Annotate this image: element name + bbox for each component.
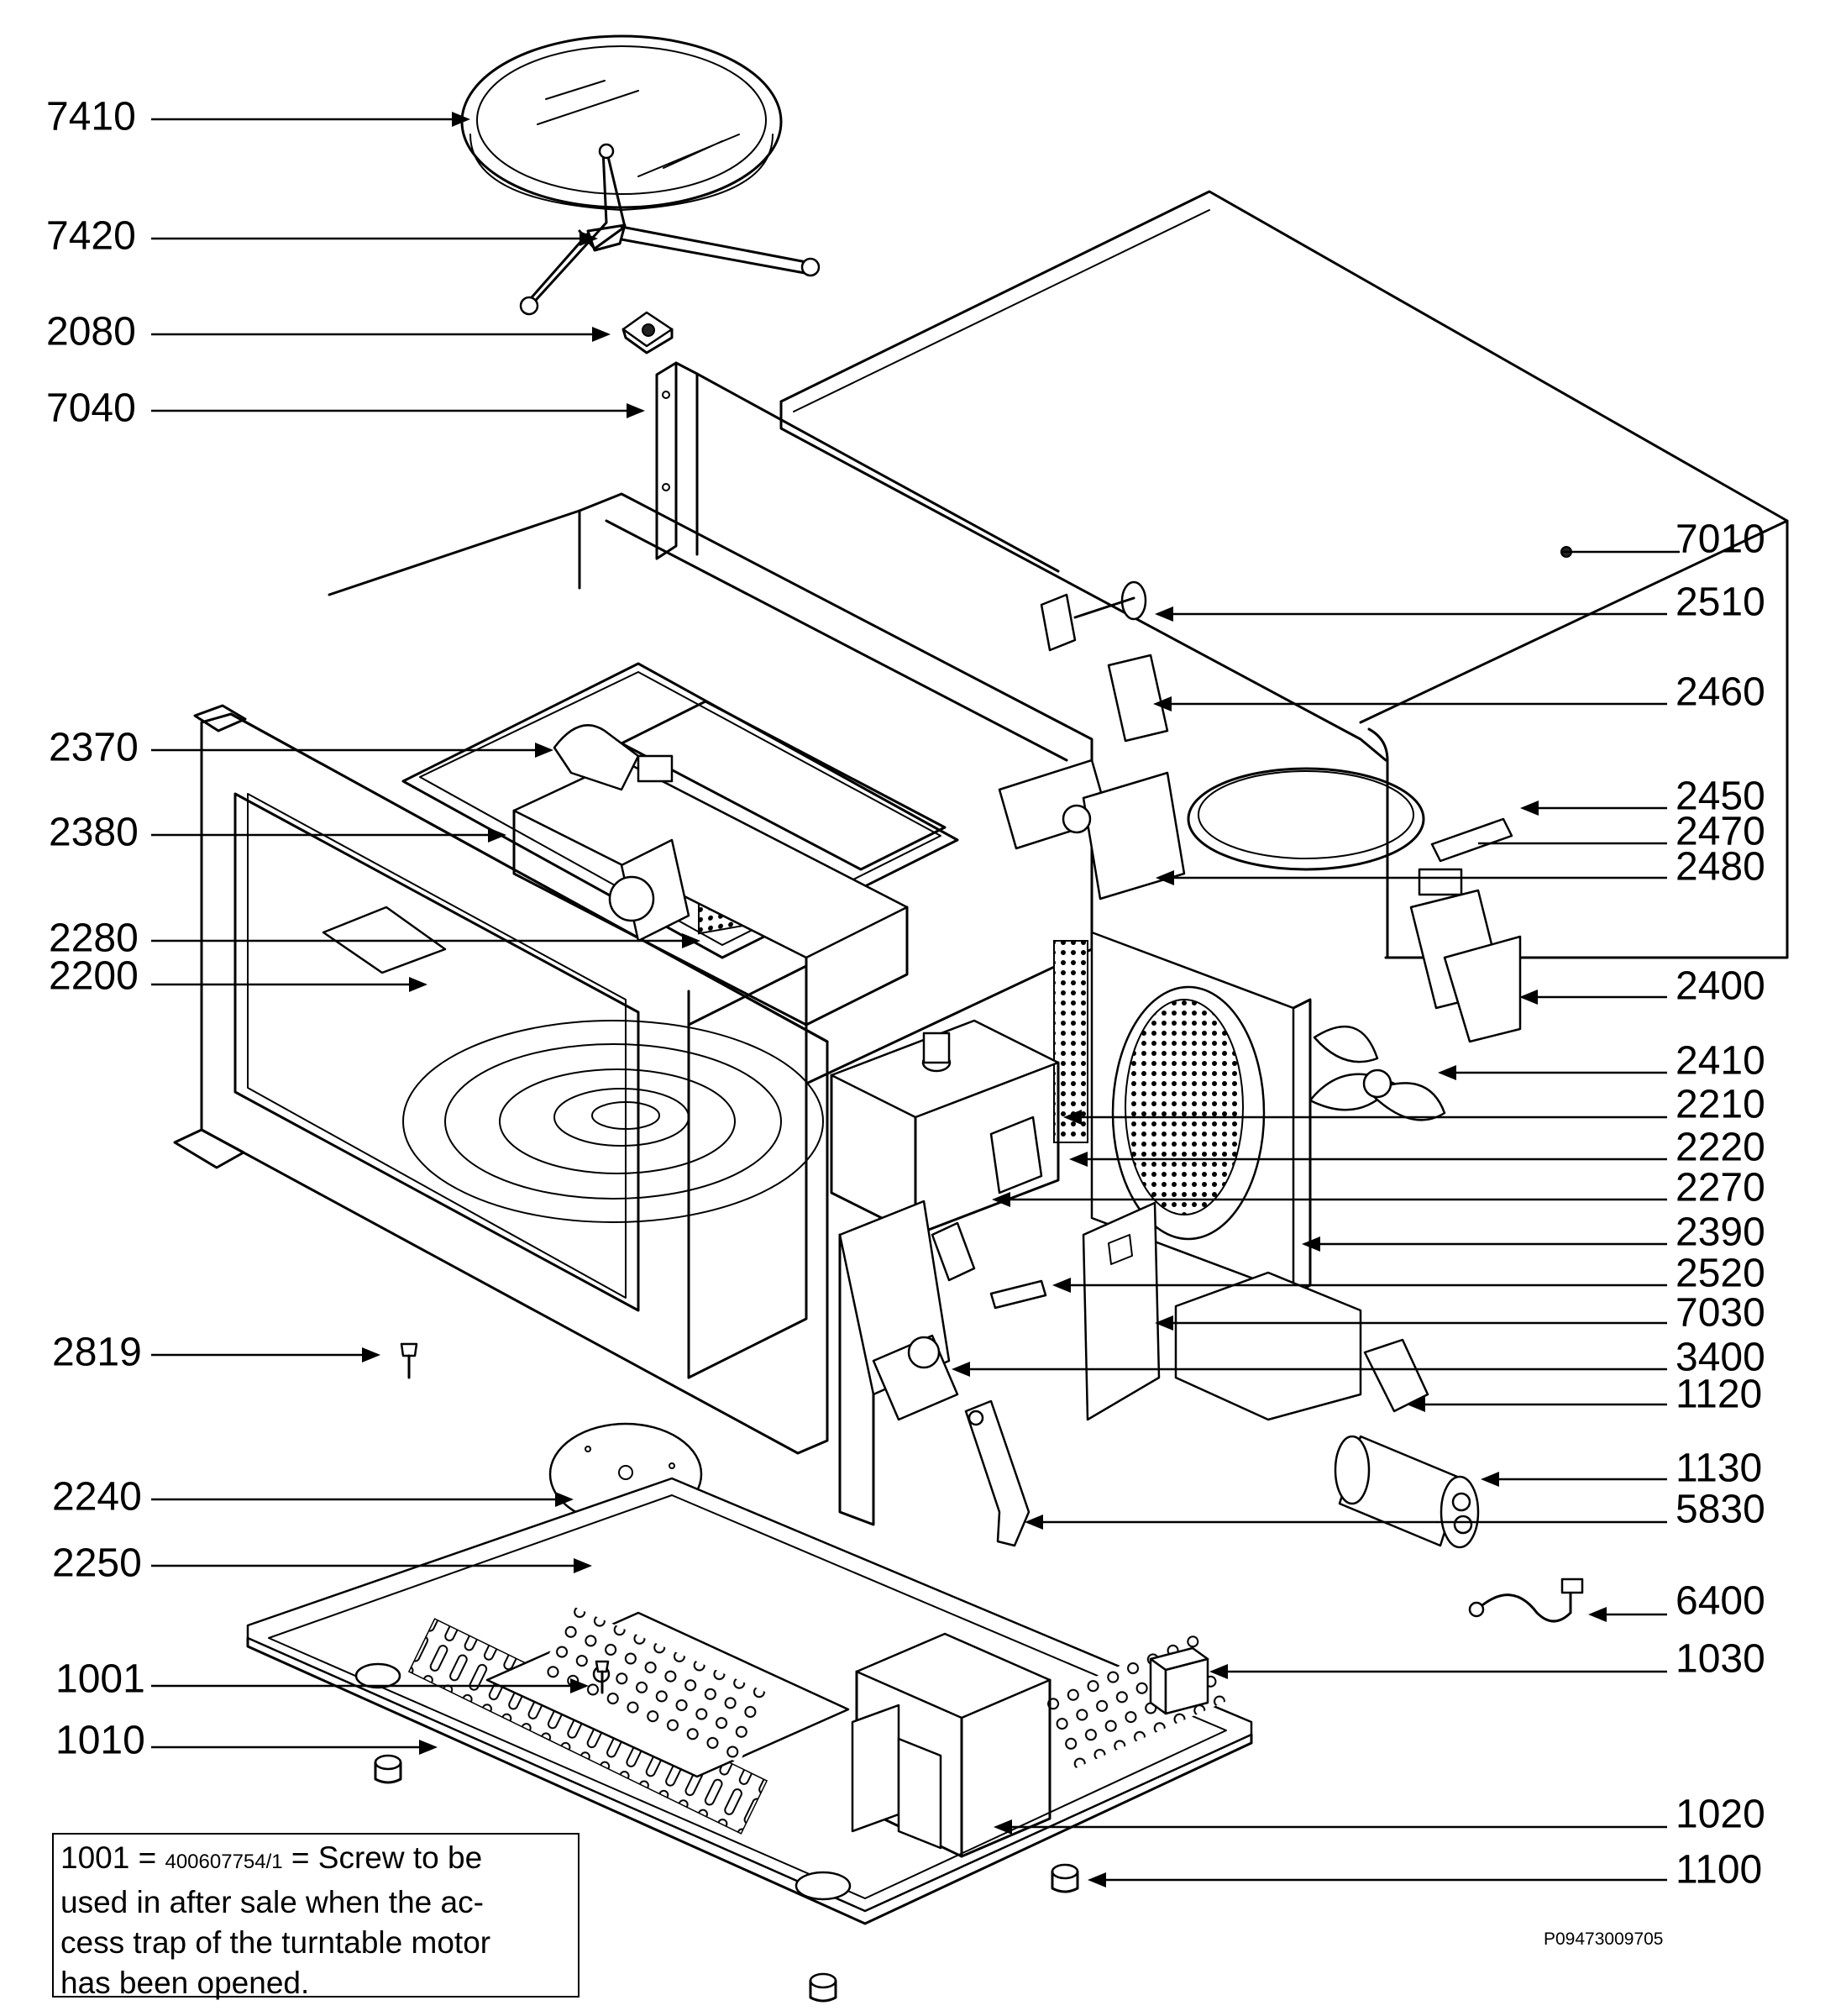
interlock-switch-assembly (838, 1200, 1047, 1526)
note-part-number: 400607754/1 (165, 1851, 283, 1873)
label-7420: 7420 (46, 214, 136, 259)
fan-motor (1409, 868, 1522, 1043)
label-2240: 2240 (52, 1475, 142, 1520)
drawing-number: P09473009705 (1544, 1929, 1664, 1949)
label-6400: 6400 (1676, 1579, 1765, 1624)
label-2080: 2080 (46, 310, 136, 354)
fan-blade (1308, 1025, 1446, 1121)
leader-lines-right (952, 550, 1680, 1887)
label-1030: 1030 (1676, 1637, 1765, 1682)
label-1001: 1001 (55, 1657, 145, 1702)
after-sale-note: 1001 = 400607754/1 = Screw to be used in… (52, 1833, 579, 2000)
roller-spider (519, 143, 821, 316)
label-2220: 2220 (1676, 1126, 1765, 1170)
door-switch-bracket (998, 580, 1186, 900)
label-2470: 2470 (1676, 810, 1765, 854)
screw-1001 (595, 1660, 610, 1694)
label-2460: 2460 (1676, 670, 1765, 715)
label-3400: 3400 (1676, 1336, 1765, 1380)
label-2210: 2210 (1676, 1083, 1765, 1127)
label-2400: 2400 (1676, 964, 1765, 1009)
label-2819: 2819 (52, 1331, 142, 1375)
screw-2819 (400, 1342, 418, 1379)
label-1020: 1020 (1676, 1793, 1765, 1837)
label-2520: 2520 (1676, 1252, 1765, 1296)
label-1010: 1010 (55, 1719, 145, 1763)
label-2450: 2450 (1676, 774, 1765, 819)
note-line-1: 1001 = 400607754/1 = Screw to be (60, 1838, 571, 1882)
hv-transformer (851, 1632, 1051, 1858)
air-guide-panel (1053, 931, 1312, 1295)
note-line-4: has been opened. (60, 1966, 310, 2000)
label-1100: 1100 (1676, 1848, 1762, 1893)
label-5830: 5830 (1676, 1488, 1765, 1532)
label-2510: 2510 (1676, 580, 1765, 625)
label-2390: 2390 (1676, 1210, 1765, 1255)
note-line-2: used in after sale when the ac- (60, 1885, 484, 1919)
label-7410: 7410 (46, 95, 136, 139)
turntable-coupler (621, 311, 674, 354)
noise-filter (1149, 1646, 1209, 1715)
note-prefix: 1001 = (60, 1840, 165, 1875)
note-equals: = Screw to be (282, 1840, 483, 1875)
label-2370: 2370 (49, 726, 139, 770)
magnetron (830, 1019, 1060, 1236)
wiring-harness (1187, 767, 1513, 871)
earth-cable (1468, 1578, 1584, 1623)
door-lever (964, 1399, 1030, 1547)
label-2280: 2280 (49, 916, 139, 961)
hv-capacitor (1334, 1435, 1480, 1549)
capacitor-bracket (1174, 1271, 1429, 1421)
stirrer-motor-assembly (512, 724, 909, 1026)
turntable-glass-plate (460, 34, 783, 211)
foot-front-left (374, 1754, 402, 1784)
oven-cavity (173, 492, 1093, 1455)
cabinet-side-panel (655, 361, 1060, 573)
label-7040: 7040 (46, 386, 136, 431)
label-1130: 1130 (1676, 1446, 1762, 1491)
label-2480: 2480 (1676, 845, 1765, 890)
label-7010: 7010 (1676, 517, 1765, 562)
part-labels-left: 7410 7420 2080 7040 2370 2380 2280 2200 … (46, 95, 145, 1763)
label-2270: 2270 (1676, 1166, 1765, 1210)
leader-lines-left (151, 112, 700, 1755)
label-2410: 2410 (1676, 1039, 1765, 1084)
note-line-3: cess trap of the turntable motor (60, 1925, 491, 1960)
foot-1100 (1051, 1863, 1079, 1893)
foot-front-bottom (809, 1972, 837, 2003)
label-2380: 2380 (49, 811, 139, 855)
label-2200: 2200 (49, 954, 139, 999)
waveguide-cover (1082, 1201, 1161, 1421)
label-2250: 2250 (52, 1541, 142, 1586)
part-labels-right: 7010 2510 2460 2450 2470 2480 2400 2410 … (1676, 517, 1765, 1893)
label-7030: 7030 (1676, 1291, 1765, 1336)
base-plate (246, 1477, 1253, 1925)
label-1120: 1120 (1676, 1373, 1762, 1417)
